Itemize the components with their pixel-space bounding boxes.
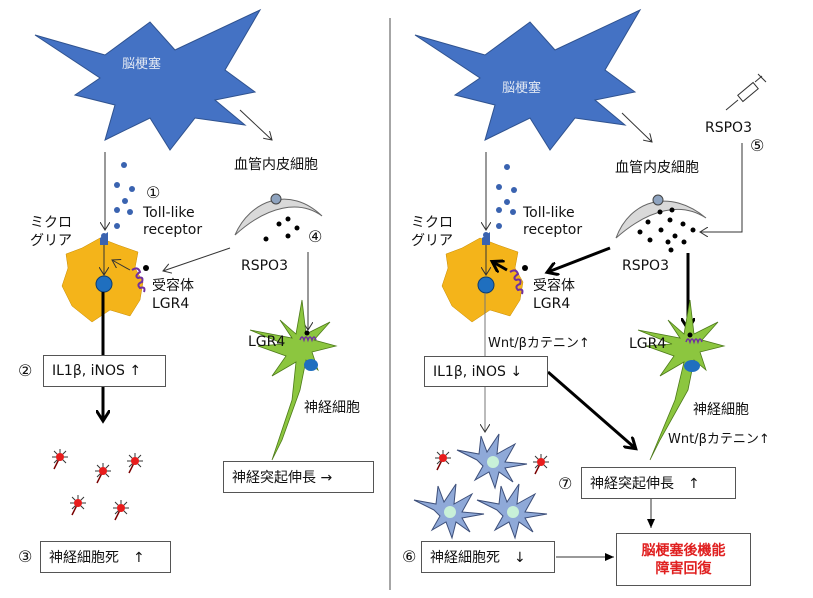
cytokine-box-right: IL1β, iNOS ↓: [424, 356, 548, 387]
rspo3-label-left: RSPO3: [241, 258, 288, 274]
step-6: ⑥: [402, 547, 417, 566]
surviving-neuron: [476, 483, 548, 539]
step-2: ②: [18, 361, 33, 380]
neuron-right: [637, 299, 726, 461]
neuron-lgr4-right: LGR4: [629, 336, 667, 352]
endothelial-cell-right: [615, 200, 707, 239]
receptor-label-left: 受容体: [152, 278, 194, 294]
recovery-line-1: 脳梗塞後機能: [641, 542, 726, 559]
damage-signals-left: [114, 162, 135, 229]
infarct-label-left: 脳梗塞: [122, 57, 162, 72]
step-7: ⑦: [558, 474, 573, 493]
endothelial-label-right: 血管内皮細胞: [615, 160, 699, 176]
receptor-label-right: 受容体: [533, 278, 575, 294]
rspo3-label-right: RSPO3: [622, 258, 669, 274]
step-3: ③: [18, 547, 33, 566]
endothelial-cell-left: [234, 198, 323, 236]
wnt-label-microglia: Wnt/βカテニン↑: [488, 336, 590, 351]
dead-neuron: [126, 452, 144, 474]
microglia-label-left-2: グリア: [30, 233, 72, 249]
infarct-star-right: [414, 8, 642, 151]
microglia-label-right-2: グリア: [411, 233, 453, 249]
wnt-label-neuron: Wnt/βカテニン↑: [668, 432, 770, 447]
neuron-left: [249, 299, 338, 461]
damage-signals-right: [496, 164, 517, 229]
step-4: ④: [308, 227, 323, 246]
cell-death-box-right: 神経細胞死 ↓: [421, 541, 555, 573]
surviving-neuron: [456, 433, 528, 489]
dead-neuron: [69, 494, 87, 516]
rspo3-dots-right: [637, 207, 696, 253]
cytokine-box-left: IL1β, iNOS ↑: [43, 355, 166, 387]
neuron-label-right: 神経細胞: [693, 402, 749, 418]
step-5: ⑤: [750, 136, 765, 155]
dead-neuron: [532, 453, 550, 475]
infarct-star-left: [34, 8, 262, 151]
microglia-label-left: ミクロ: [30, 215, 72, 231]
syringe-icon: [725, 73, 767, 111]
neurite-box-right: 神経突起伸長 ↑: [581, 467, 736, 499]
tlr-label-right-2: receptor: [523, 222, 583, 238]
infarct-label-right: 脳梗塞: [502, 81, 542, 96]
surviving-neuron: [413, 483, 485, 539]
neurite-box-left: 神経突起伸長 →: [223, 461, 374, 493]
dead-neuron: [51, 448, 69, 470]
recovery-line-2: 障害回復: [655, 560, 712, 577]
receptor-lgr4-right: LGR4: [533, 296, 571, 312]
dead-neuron: [434, 449, 452, 471]
microglia-label-right: ミクロ: [411, 215, 453, 231]
endothelial-label-left: 血管内皮細胞: [234, 157, 318, 173]
recovery-box: 脳梗塞後機能 障害回復: [616, 533, 751, 586]
neuron-lgr4-left: LGR4: [248, 334, 286, 350]
rspo3-dots-left: [263, 216, 300, 242]
cell-death-box-left: 神経細胞死 ↑: [40, 541, 171, 573]
tlr-label-right: Toll-like: [523, 205, 575, 221]
step-1: ①: [146, 183, 161, 202]
tlr-label-left: Toll-like: [143, 205, 195, 221]
injected-rspo3-label: RSPO3: [705, 120, 752, 136]
neuron-label-left: 神経細胞: [304, 400, 360, 416]
receptor-lgr4-left: LGR4: [152, 296, 190, 312]
dead-neuron: [94, 462, 112, 484]
tlr-label-left-2: receptor: [143, 222, 203, 238]
dead-neuron: [112, 499, 130, 521]
